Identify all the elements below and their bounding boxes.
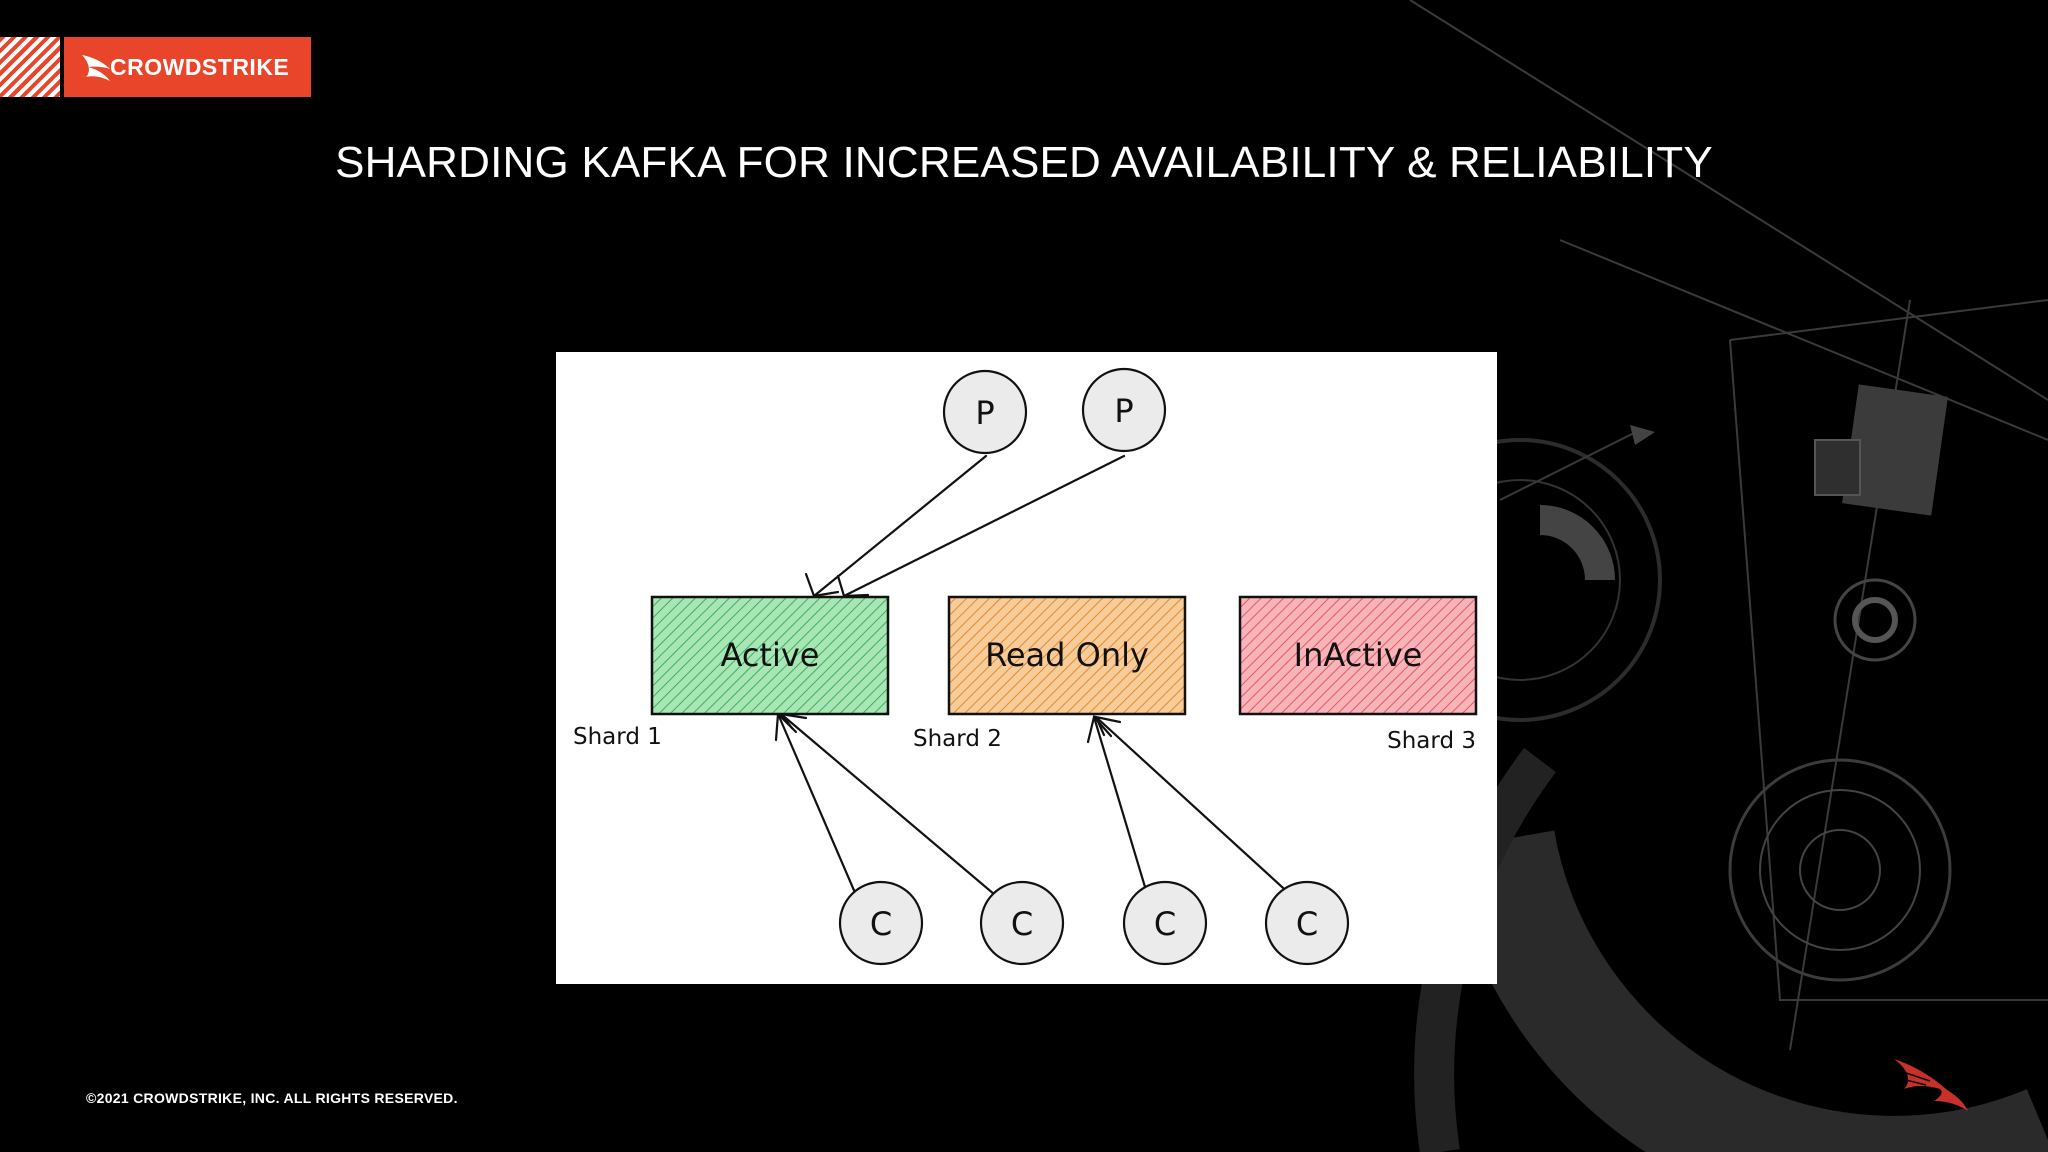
producer-node: P bbox=[942, 369, 1028, 455]
consumer-node: C bbox=[979, 880, 1065, 966]
slide-title: SHARDING KAFKA FOR INCREASED AVAILABILIT… bbox=[335, 138, 1713, 187]
producer-node: P bbox=[1081, 367, 1167, 453]
brand-logo: CROWDSTRIKE bbox=[64, 37, 311, 97]
arrow-consumer-2-to-shard-1 bbox=[779, 712, 1003, 902]
arrowhead bbox=[804, 572, 840, 598]
consumer-node: C bbox=[838, 880, 924, 966]
falcon-icon bbox=[82, 55, 110, 81]
arrow-producer-1-to-shard-1 bbox=[812, 454, 988, 598]
shard-state-label: Active bbox=[721, 636, 820, 674]
consumer-label: C bbox=[1296, 905, 1318, 943]
falcon-icon bbox=[1894, 1059, 1968, 1111]
producer-label: P bbox=[975, 394, 994, 432]
consumer-label: C bbox=[1011, 905, 1033, 943]
copyright-notice: ©2021 CROWDSTRIKE, INC. ALL RIGHTS RESER… bbox=[86, 1090, 458, 1106]
shard-3-box: InActive bbox=[1238, 595, 1478, 716]
shard-2-box: Read Only bbox=[947, 595, 1187, 716]
shard-state-label: InActive bbox=[1294, 636, 1423, 674]
brand-name: CROWDSTRIKE bbox=[110, 53, 290, 80]
consumer-node: C bbox=[1122, 880, 1208, 966]
shard-name-label: Shard 2 bbox=[913, 726, 1002, 752]
shard-1-box: Active bbox=[650, 595, 890, 716]
consumer-label: C bbox=[870, 905, 892, 943]
arrow-producer-2-to-shard-1 bbox=[842, 454, 1126, 598]
arrow-consumer-3-to-shard-2 bbox=[1092, 715, 1150, 899]
producer-label: P bbox=[1114, 392, 1133, 430]
arrowhead bbox=[1094, 715, 1122, 737]
arrow-consumer-1-to-shard-1 bbox=[776, 712, 858, 897]
shard-name-label: Shard 1 bbox=[573, 724, 662, 750]
shard-state-label: Read Only bbox=[985, 636, 1149, 674]
shard-name-label: Shard 3 bbox=[1387, 728, 1476, 754]
consumer-node: C bbox=[1264, 880, 1350, 966]
kafka-sharding-diagram: P P Active Shard 1 Read Only Shard 2 InA… bbox=[556, 352, 1497, 984]
arrow-consumer-4-to-shard-2 bbox=[1094, 715, 1295, 899]
consumer-label: C bbox=[1154, 905, 1176, 943]
arrowhead bbox=[1086, 714, 1113, 744]
logo-hatch-decoration bbox=[0, 37, 60, 97]
